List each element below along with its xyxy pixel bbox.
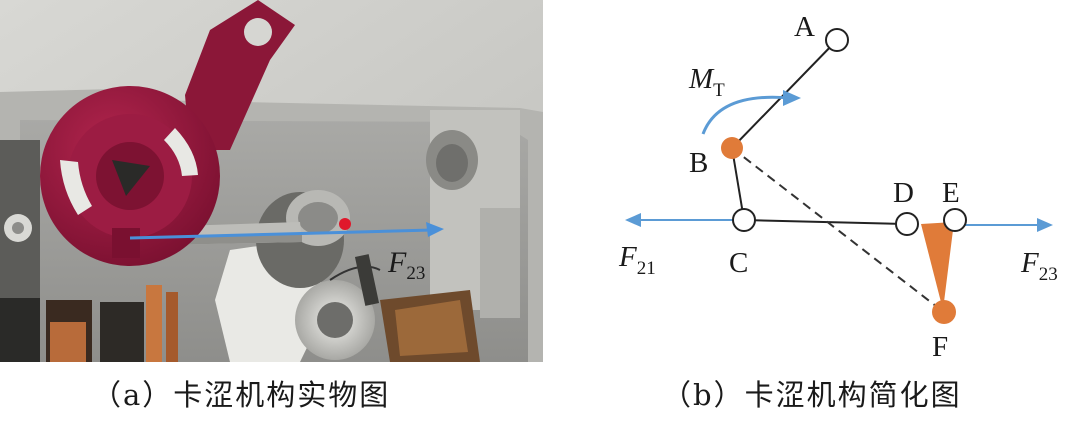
housing-step [480,208,520,318]
force-label-a: F23 [387,246,425,284]
copper-coil-highlight [395,300,468,356]
moment-arc [701,95,790,135]
force-right-head [1037,218,1053,232]
link-bc [731,147,745,221]
force-label-a-sub: 23 [406,263,425,284]
contact-copper-1 [50,322,86,362]
handle-knob-triangle [112,160,150,196]
joint-e [943,208,967,232]
contact-bar-1 [0,298,40,362]
label-d: D [893,177,914,209]
label-b: B [689,147,708,179]
moment-label-sub: T [713,80,725,101]
screw-hole-shadow [436,144,468,182]
handle-hole [244,18,272,46]
force-label-a-main: F [387,246,407,279]
contact-bar-3 [100,302,144,362]
handle-knob-slot-1 [60,160,92,215]
force-arrow-shaft [129,228,433,240]
triangle-def [921,222,954,310]
label-e: E [942,177,960,209]
caption-a: （a）卡涩机构实物图 [92,378,391,412]
latch-disc-inner [298,202,338,234]
joint-d [895,212,919,236]
joint-f [932,300,956,324]
force-left-head [625,213,641,227]
force-right-label-main: F [1020,247,1039,279]
contact-point-dot [339,218,351,230]
contact-copper-3 [166,292,178,362]
handle-knob-foot [112,228,140,258]
moment-arrow-head [783,90,801,106]
force-right-label: F23 [1020,247,1058,285]
label-a: A [794,11,815,43]
label-c: C [729,247,748,279]
moment-label-main: M [688,63,715,95]
link-cd [743,219,907,225]
spring-inner [317,302,353,338]
force-right-label-sub: 23 [1039,264,1058,285]
force-left-label-sub: 21 [637,258,656,279]
mechanism-schematic: A B C D E F MT F21 F23 [618,11,1058,362]
force-arrow-head [426,222,444,237]
mechanism-photo: F23 [0,0,543,362]
contact-copper-2 [146,285,162,362]
joint-a [825,28,849,52]
force-left-label-main: F [618,241,637,273]
joint-b [721,137,743,159]
force-left-label: F21 [618,241,656,279]
joint-c [732,208,756,232]
left-screw-center [12,222,24,234]
handle-knob-slot-2 [164,128,198,176]
moment-label: MT [688,63,725,101]
latch-lever [354,254,380,306]
caption-b: （b）卡涩机构简化图 [662,378,962,412]
label-f: F [932,331,948,362]
